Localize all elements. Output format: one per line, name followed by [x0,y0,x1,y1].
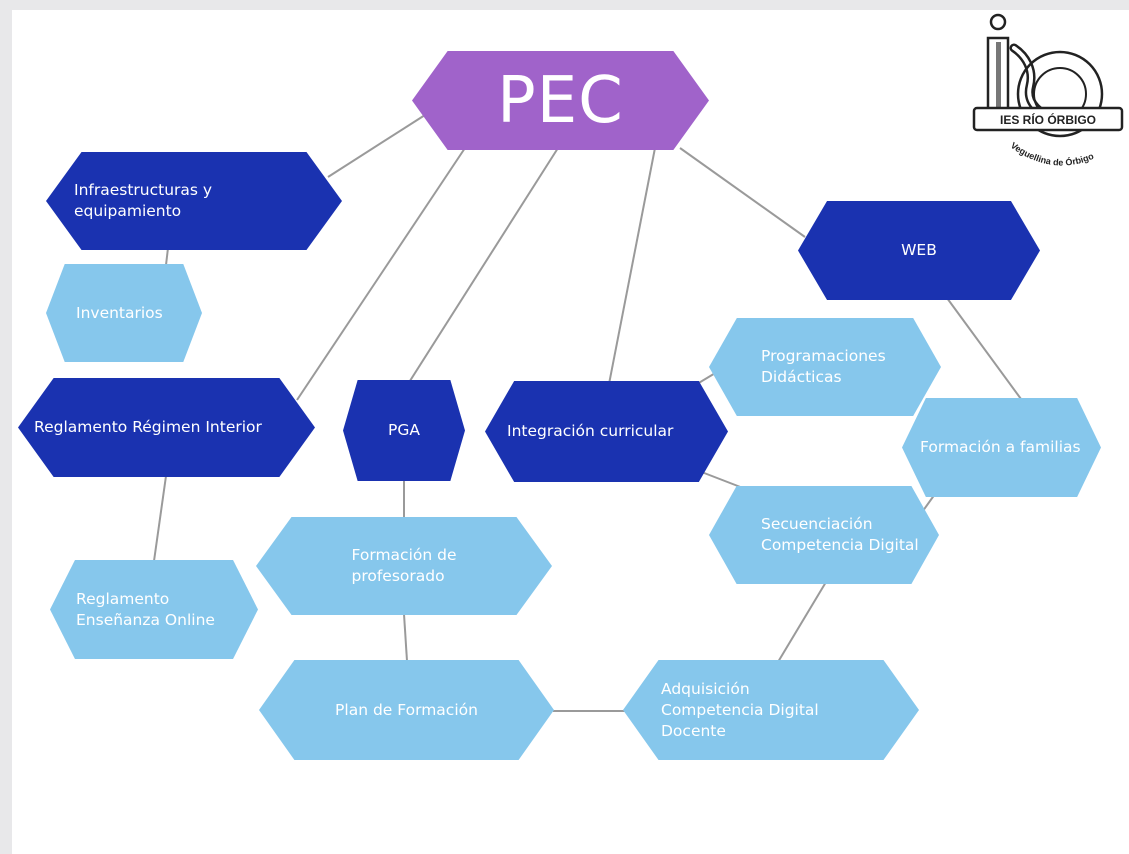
node-formacion-prof-label: Formación de profesorado [351,546,457,585]
node-pga: PGA [343,380,465,481]
node-pec-label: PEC [497,63,624,138]
node-infraestructuras-label: Infraestructuras y equipamiento [74,181,213,220]
node-rri-label: Reglamento Régimen Interior [34,418,262,436]
node-adquisicion-competencia: Adquisición Competencia Digital Docente [623,660,919,760]
edge-rri-reo [153,475,167,562]
node-integracion-label: Integración curricular [507,422,674,440]
edge-pec-integracion [608,147,656,385]
node-integracion-curricular: Integración curricular [485,381,728,482]
svg-text:Veguellina de Órbigo: Veguellina de Órbigo [1009,140,1096,167]
edge-pec-rri [296,147,466,401]
node-pec: PEC [412,51,709,150]
node-pga-label: PGA [388,421,420,439]
school-logo: IES RÍO ÓRBIGO Veguellina de Órbigo [968,12,1128,180]
node-web: WEB [798,201,1040,300]
node-familias-label: Formación a familias [920,438,1081,456]
logo-name: IES RÍO ÓRBIGO [1000,112,1096,127]
node-reglamento-ensenanza-online: Reglamento Enseñanza Online [50,560,258,659]
node-reglamento-regimen-interior: Reglamento Régimen Interior [18,378,315,477]
node-plan-formacion: Plan de Formación [259,660,554,760]
node-secuenciacion-competencia: Secuenciación Competencia Digital [709,486,939,584]
logo-subtitle: Veguellina de Órbigo [1009,140,1096,167]
edge-pec-web [679,147,806,238]
edge-web-familias [946,297,1022,400]
node-inventarios: Inventarios [46,264,202,362]
node-inventarios-label: Inventarios [76,303,163,322]
node-reo-label: Reglamento Enseñanza Online [76,589,215,629]
node-formacion-profesorado: Formación de profesorado [256,517,552,615]
edge-pec-pga [407,147,559,385]
node-adquisicion-label: Adquisición Competencia Digital Docente [661,679,819,740]
school-logo-graphic: IES RÍO ÓRBIGO Veguellina de Órbigo [972,13,1124,168]
node-plan-label: Plan de Formación [335,700,478,719]
node-programaciones-label: Programaciones Didácticas [761,347,886,386]
node-infraestructuras: Infraestructuras y equipamiento [46,152,342,250]
edge-secuenciacion-adquisicion [777,581,827,663]
node-programaciones-didacticas: Programaciones Didácticas [709,318,941,416]
edge-pec-infra [327,114,426,178]
edge-formacion-prof-plan [403,613,408,662]
edge-integracion-secuenciacion [698,470,744,489]
node-secuenciacion-label: Secuenciación Competencia Digital [761,515,919,554]
node-formacion-familias: Formación a familias [902,398,1101,497]
edge-infra-inventarios [165,247,169,266]
node-web-label: WEB [901,241,937,259]
